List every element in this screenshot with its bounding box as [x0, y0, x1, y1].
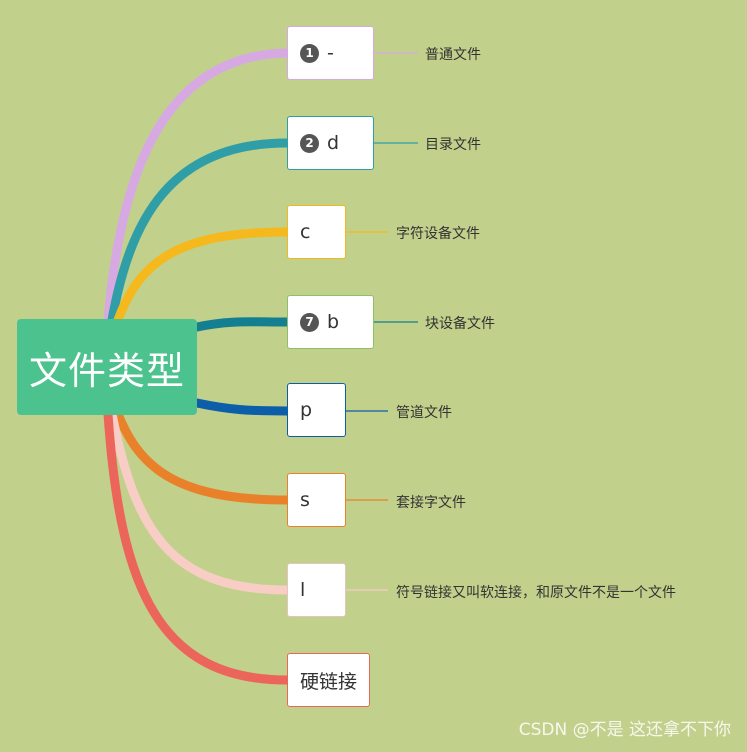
node-label: d [327, 132, 340, 154]
csdn-watermark: CSDN @不是 这还拿不下你 [518, 720, 731, 740]
number-2-icon: 2 [300, 133, 319, 153]
node-pipe[interactable]: p [287, 383, 346, 437]
node-label: - [327, 42, 334, 64]
node-label: s [300, 489, 310, 511]
branch-curve-p [192, 398, 292, 416]
node-block-device[interactable]: 7 b [287, 295, 374, 349]
desc-symlink: 符号链接又叫软连接，和原文件不是一个文件 [396, 585, 676, 601]
branch-curve-b [192, 317, 292, 332]
desc-block-device: 块设备文件 [425, 316, 495, 332]
node-label: 硬链接 [300, 670, 358, 693]
node-hard-link[interactable]: 硬链接 [287, 653, 370, 707]
node-label: p [300, 399, 313, 421]
node-label: c [300, 221, 311, 243]
branch-curve-dash [103, 48, 292, 325]
number-7-icon: 7 [300, 312, 319, 332]
desc-socket: 套接字文件 [396, 495, 466, 511]
branch-curve-c [113, 227, 292, 325]
branch-curve-d [107, 138, 292, 325]
desc-regular-file: 普通文件 [425, 47, 481, 63]
desc-pipe: 管道文件 [396, 405, 452, 421]
root-node[interactable]: 文件类型 [17, 319, 197, 415]
node-label: b [327, 311, 340, 333]
node-symlink[interactable]: l [287, 563, 346, 617]
branch-curve-s [113, 409, 292, 505]
node-regular-file[interactable]: 1 - [287, 26, 374, 80]
node-socket[interactable]: s [287, 473, 346, 527]
node-char-device[interactable]: c [287, 205, 346, 259]
root-label: 文件类型 [28, 348, 185, 393]
node-label: l [300, 579, 306, 601]
desc-directory: 目录文件 [425, 137, 481, 153]
node-directory[interactable]: 2 d [287, 116, 374, 170]
number-1-icon: 1 [300, 43, 319, 63]
branch-curve-l [107, 409, 292, 595]
desc-char-device: 字符设备文件 [396, 226, 480, 242]
branch-curve-hard [103, 409, 292, 685]
